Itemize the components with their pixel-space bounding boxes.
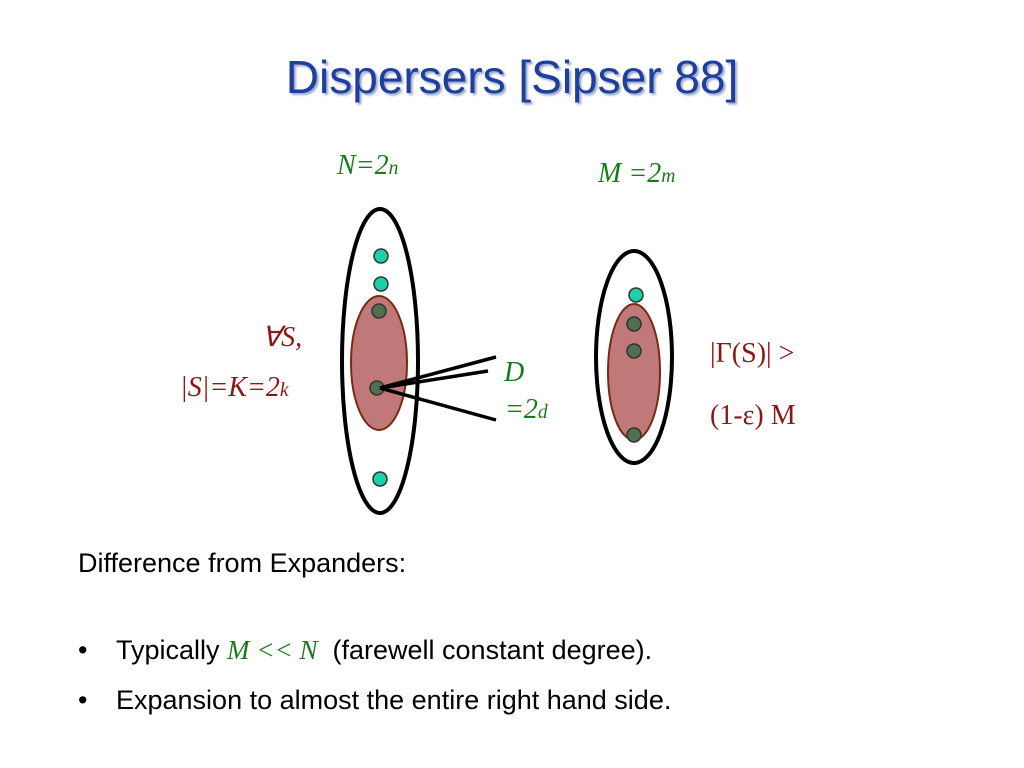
list-item: • Typically M << N (farewell constant de… bbox=[78, 628, 671, 678]
edge bbox=[379, 355, 497, 390]
edge bbox=[379, 386, 497, 422]
subset-size-label: |S|=K=2k bbox=[180, 372, 289, 403]
bullet-list: • Typically M << N (farewell constant de… bbox=[78, 628, 671, 728]
right-node bbox=[628, 287, 644, 303]
degree-value-label: =2d bbox=[505, 394, 548, 425]
neighborhood-fraction-label: (1-ε) M bbox=[710, 400, 796, 431]
right-neighbor-node bbox=[626, 316, 642, 332]
right-set-size-label: M =2m bbox=[598, 158, 676, 189]
list-item: • Expansion to almost the entire right h… bbox=[78, 678, 671, 728]
left-set-ellipse bbox=[340, 207, 420, 515]
bullet-mark: • bbox=[78, 685, 88, 715]
forall-subset-label: ∀S, bbox=[262, 322, 303, 353]
left-node bbox=[373, 248, 389, 264]
bullet-mark: • bbox=[78, 635, 88, 665]
right-neighbor-node bbox=[626, 427, 642, 443]
degree-name-label: D bbox=[504, 357, 525, 388]
bullet-math: M << N bbox=[227, 635, 318, 665]
edge bbox=[379, 369, 489, 390]
left-node bbox=[372, 471, 388, 487]
left-subset-ellipse bbox=[350, 295, 408, 431]
left-subset-node bbox=[371, 303, 387, 319]
left-set-size-label: N=2n bbox=[337, 150, 399, 181]
difference-heading: Difference from Expanders: bbox=[78, 548, 407, 578]
neighborhood-size-label: |Γ(S)| > bbox=[710, 338, 795, 369]
right-set-ellipse bbox=[594, 249, 674, 465]
left-node bbox=[373, 276, 389, 292]
bullet-prefix: Typically bbox=[116, 635, 228, 665]
bullet-text: Expansion to almost the entire right han… bbox=[116, 685, 672, 715]
right-neighbor-node bbox=[626, 343, 642, 359]
page-title: Dispersers [Sipser 88] bbox=[285, 51, 739, 103]
bullet-suffix: (farewell constant degree). bbox=[317, 635, 653, 665]
